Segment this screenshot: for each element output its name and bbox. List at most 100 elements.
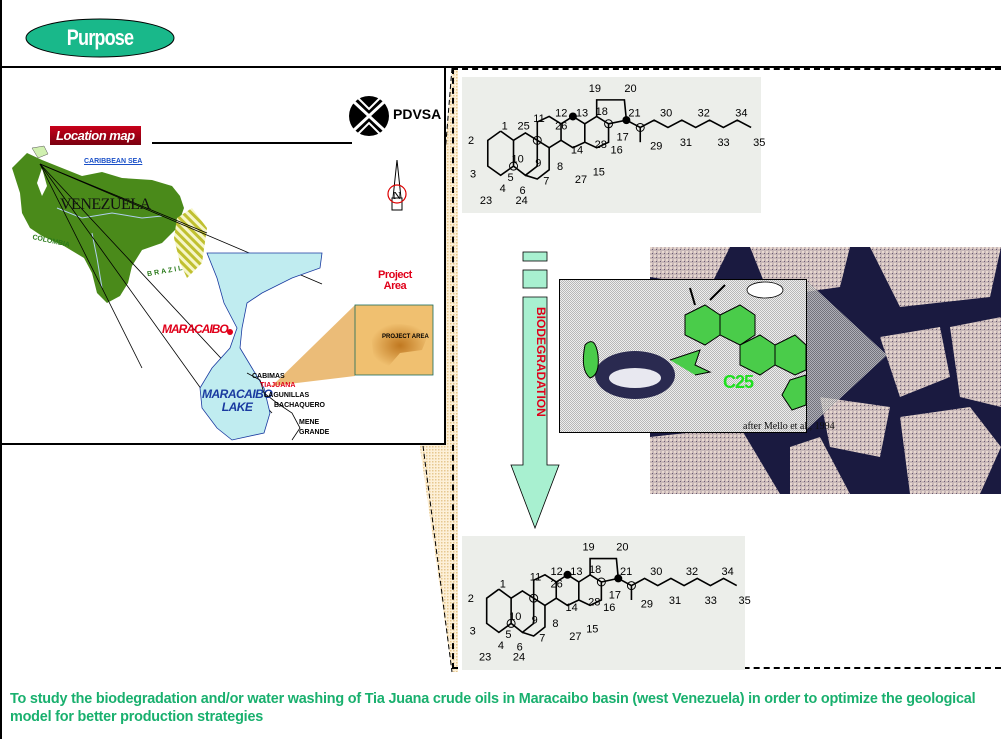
atom-number: 31	[680, 137, 692, 149]
bond-line	[525, 147, 550, 180]
stereo-center-open	[626, 581, 636, 591]
stereo-center-open	[506, 618, 516, 628]
purpose-title: Purpose	[66, 25, 134, 50]
atom-number: 20	[616, 542, 628, 554]
stereo-center-open	[604, 119, 614, 129]
town-label-line: GRANDE	[299, 429, 330, 436]
atom-number: 11	[533, 113, 544, 125]
map-graphic: N	[12, 96, 434, 441]
atom-number: 8	[557, 161, 563, 173]
project-label-line1: Project	[378, 269, 412, 281]
cartoon-pointer	[805, 279, 887, 431]
atom-number: 10	[512, 154, 524, 166]
bond-line	[510, 590, 535, 634]
town-label: CABIMAS	[252, 373, 285, 380]
atom-number: 6	[517, 642, 523, 654]
atom-number: 9	[535, 157, 541, 169]
atom-number: 33	[705, 595, 717, 607]
image-citation: after Mello et al., 1994	[743, 421, 835, 432]
atom-number: 16	[611, 144, 623, 156]
stereo-center-filled	[568, 112, 577, 121]
atom-number: 31	[669, 595, 681, 607]
north-arrow-icon: N	[387, 159, 407, 211]
cartoon-illustration	[560, 280, 807, 432]
atom-number: 34	[735, 108, 747, 120]
location-map-panel: N Locat	[2, 68, 446, 445]
project-inset-label: PROJECT AREA	[382, 334, 429, 340]
atom-number: 6	[519, 185, 525, 197]
stereo-center-open	[635, 122, 645, 132]
atom-number: 7	[543, 176, 549, 188]
atom-number: 2	[468, 135, 474, 147]
arrow-shape	[510, 251, 560, 530]
country-label: VENEZUELA	[60, 196, 151, 213]
bacteria-creature-icon	[582, 341, 712, 399]
badge-ellipse	[25, 18, 175, 58]
atom-number: 29	[641, 598, 653, 610]
atom-number: 15	[593, 166, 605, 178]
bond-line	[589, 557, 620, 583]
bond-line	[522, 605, 546, 637]
bond-line	[584, 115, 610, 149]
atom-number: 5	[505, 629, 511, 641]
atom-number: 16	[603, 602, 615, 614]
atom-number: 11	[530, 571, 541, 583]
atom-number: 20	[624, 83, 636, 95]
bond-line	[617, 577, 738, 587]
atom-number: 19	[589, 83, 601, 95]
atom-number: 1	[502, 120, 508, 132]
venezuela-landmass	[12, 145, 207, 303]
atom-number: 26	[550, 579, 562, 591]
location-map-title: Location map	[50, 126, 141, 145]
atom-number: 27	[569, 631, 581, 643]
atom-number: 29	[650, 141, 662, 153]
atom-number: 28	[588, 597, 600, 609]
project-area-label: Project Area	[378, 270, 412, 292]
atom-number: 32	[686, 566, 698, 578]
atom-number: 30	[650, 566, 662, 578]
atom-number: 4	[498, 640, 504, 652]
atom-number: 30	[660, 108, 672, 120]
atom-number: 8	[552, 618, 558, 630]
east-coastline	[246, 372, 301, 441]
bond-line	[485, 588, 512, 634]
lake-label-line1: MARACAIBO	[202, 387, 273, 401]
maracaibo-lake	[199, 252, 323, 441]
atom-number: 19	[582, 542, 594, 554]
atom-number: 33	[717, 137, 729, 149]
atom-number: 9	[532, 615, 538, 627]
town-label-highlight: TIAJUANA	[260, 382, 296, 389]
atom-number: 28	[595, 139, 607, 151]
atom-number: 27	[575, 174, 587, 186]
atom-number: 35	[738, 595, 750, 607]
town-label: LAGUNILLAS	[264, 392, 310, 399]
atom-number: 13	[576, 108, 588, 120]
atom-number: 12	[550, 566, 562, 578]
stereo-center-filled	[563, 570, 572, 579]
bond-line	[513, 132, 539, 177]
atom-number: 1	[500, 579, 506, 591]
atom-number: 24	[513, 652, 525, 664]
bond-line	[578, 573, 603, 607]
atom-number: 14	[566, 602, 578, 614]
bacteria-cartoon: C25	[559, 279, 807, 433]
atom-number: 14	[571, 144, 583, 156]
stereo-center-open	[596, 577, 606, 587]
atom-number: 23	[480, 195, 492, 207]
atom-number: 2	[468, 593, 474, 605]
city-label-maracaibo: MARACAIBO	[162, 322, 229, 336]
lake-label-line2: LAKE	[221, 400, 253, 414]
bond-line	[486, 130, 515, 177]
arrow-label: BIODEGRADATION	[534, 307, 548, 417]
project-area-zoom	[272, 304, 434, 386]
c25-label: C25	[723, 372, 754, 392]
stereo-center-open	[509, 161, 519, 171]
stereo-center-filled	[622, 116, 631, 125]
biodegradation-arrow: BIODEGRADATION	[510, 250, 560, 530]
atom-number: 26	[555, 120, 567, 132]
atom-number: 13	[570, 566, 582, 578]
pdvsa-logo-icon	[349, 96, 389, 136]
